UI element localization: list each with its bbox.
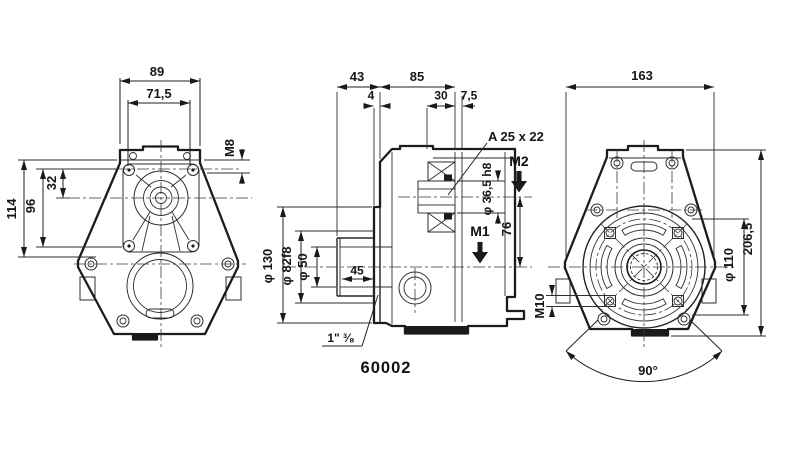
side-lug-left bbox=[79, 276, 96, 301]
rear-foot bbox=[632, 329, 668, 336]
rear-bottom-bolts bbox=[597, 312, 691, 326]
dim-height-outer-label: 114 bbox=[4, 198, 19, 220]
port-m1-arrow bbox=[472, 242, 488, 264]
bolt-thread-label: M10 bbox=[532, 293, 547, 318]
dim-width-outer-label: 89 bbox=[150, 64, 164, 79]
dim-angle-label: 90° bbox=[638, 363, 658, 378]
section-body-outline bbox=[372, 144, 526, 335]
dim-hub-to-flange-label: 43 bbox=[350, 69, 364, 84]
dim-rear-offset-label: 7,5 bbox=[461, 89, 478, 103]
dim-width-inner-label: 71,5 bbox=[146, 86, 171, 101]
rear-housing-outline bbox=[563, 144, 717, 337]
dim-height-inner-label: 96 bbox=[23, 199, 38, 213]
flange-bolt-squares bbox=[604, 227, 684, 307]
flange-screws bbox=[123, 164, 199, 252]
dim-rear-height-label: 206,5 bbox=[740, 223, 755, 256]
section-foot bbox=[405, 326, 468, 334]
part-number-label: 60002 bbox=[361, 359, 412, 377]
front-housing-outline bbox=[76, 145, 240, 341]
upper-bearing-assembly bbox=[417, 161, 456, 233]
front-view: 89 71,5 M8 114 96 32 bbox=[4, 64, 252, 347]
rear-lug-left bbox=[555, 278, 571, 304]
housing-bolts bbox=[84, 257, 235, 328]
bottom-foot bbox=[133, 333, 157, 339]
dim-body-depth-label: 85 bbox=[410, 69, 424, 84]
dim-flange-dia-label: φ 130 bbox=[260, 249, 275, 284]
dim-port-offset-label: 30 bbox=[434, 89, 448, 103]
spline-spec-label: A 25 x 22 bbox=[488, 129, 544, 144]
dim-center-distance-label: 76 bbox=[499, 222, 514, 236]
dim-offset-center-label: 32 bbox=[44, 176, 59, 190]
dim-shaft-bore-label: φ 36,5 h8 bbox=[480, 162, 494, 215]
port-m2-arrow bbox=[511, 171, 527, 193]
dim-bore-dia-label: φ 50 bbox=[295, 253, 310, 280]
dim-flange-thickness-label: 4 bbox=[368, 89, 375, 103]
section-view: φ 130 φ 82f8 φ 50 45 1" ³⁄₈ 43 85 4 30 7… bbox=[260, 69, 544, 377]
lower-bore-circle bbox=[126, 252, 194, 320]
ribs bbox=[132, 174, 190, 252]
rear-view: 163 206,5 φ 110 M10 90° bbox=[532, 68, 766, 383]
oval-slot bbox=[145, 308, 175, 319]
thread-top-label: M8 bbox=[222, 139, 237, 157]
dim-bolt-circle-label: φ 110 bbox=[721, 248, 736, 282]
port-m1-label: M1 bbox=[470, 223, 490, 239]
dim-bore-depth-label: 45 bbox=[350, 264, 364, 278]
thread-spec-label: 1" ³⁄₈ bbox=[327, 331, 354, 345]
dim-pilot-dia-label: φ 82f8 bbox=[279, 247, 294, 286]
dim-rear-width-label: 163 bbox=[631, 68, 653, 83]
port-m2-label: M2 bbox=[509, 153, 529, 169]
